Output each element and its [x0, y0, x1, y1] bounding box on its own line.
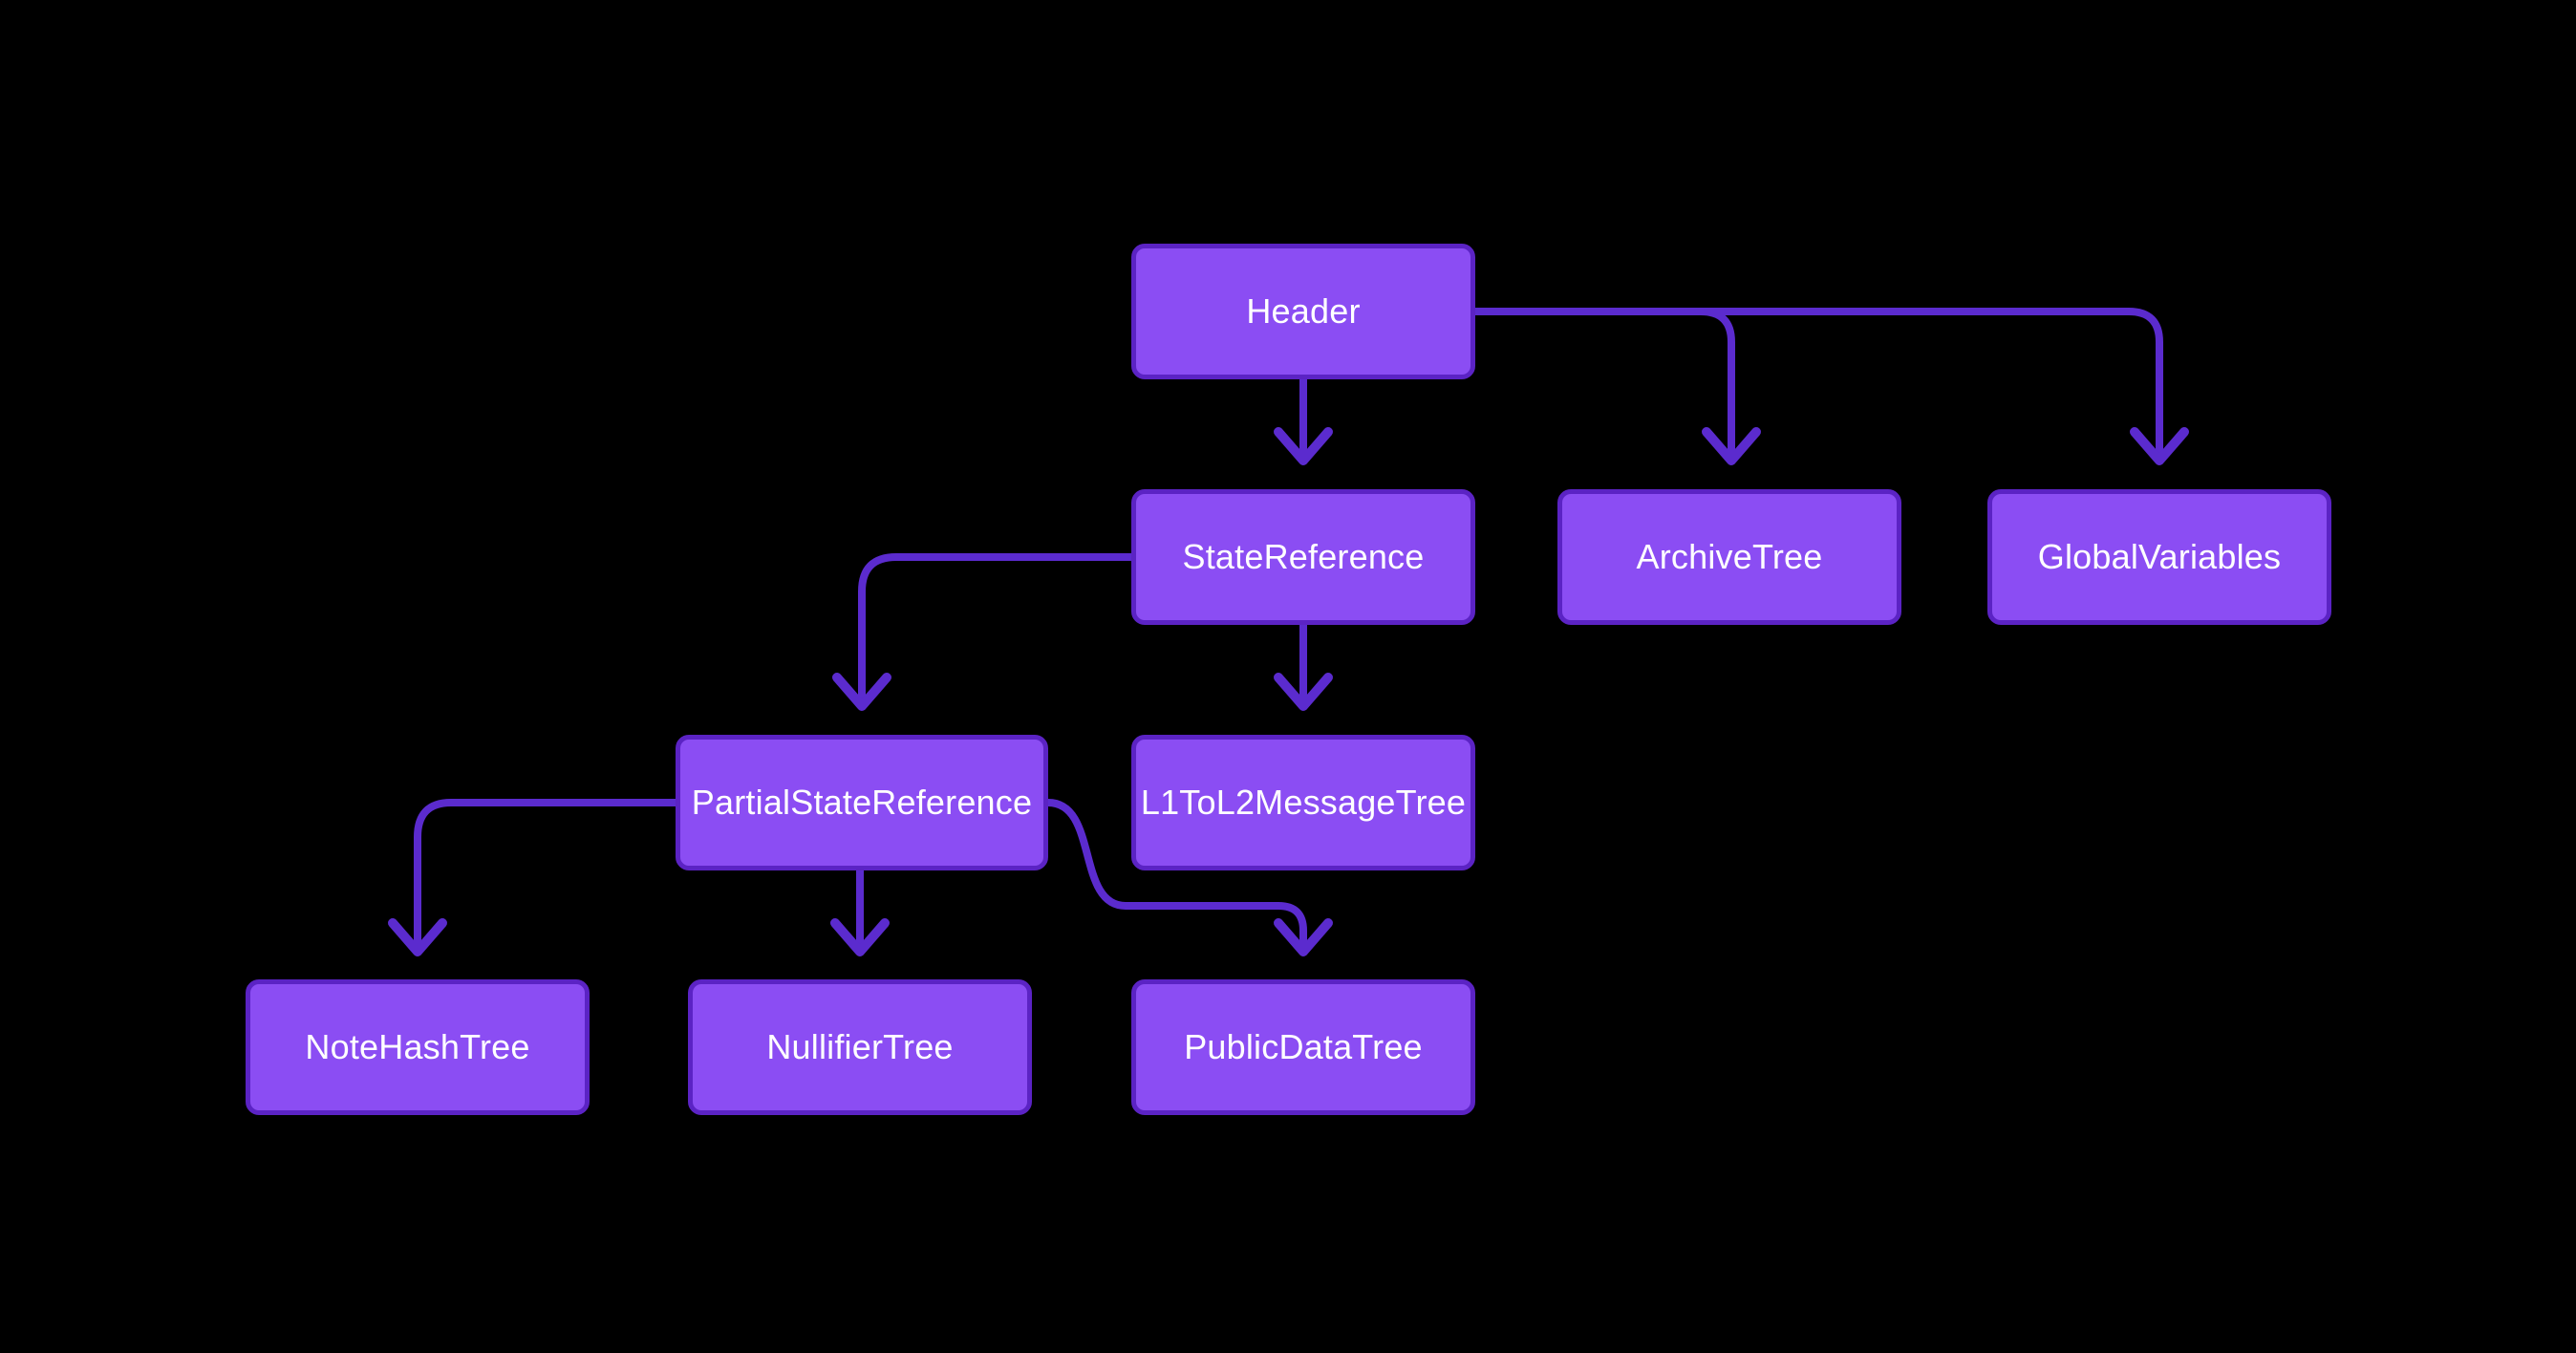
edge-line: [858, 553, 1135, 706]
node-label-publicdatatree: PublicDataTree: [1184, 1027, 1423, 1066]
edge-header-to-archivetree: [1471, 308, 1761, 465]
node-notehashtree[interactable]: NoteHashTree: [246, 979, 590, 1115]
node-l1tol2messagetree[interactable]: L1ToL2MessageTree: [1131, 735, 1475, 870]
arrowhead-icon: [1274, 427, 1333, 465]
node-label-l1tol2messagetree: L1ToL2MessageTree: [1140, 783, 1467, 822]
edge-line: [1471, 308, 1735, 461]
arrowhead-icon: [1274, 673, 1333, 711]
edge-partialstateref-to-notehashtree: [388, 799, 679, 956]
node-label-statereference: StateReference: [1182, 537, 1425, 576]
arrowhead-icon: [2130, 427, 2189, 465]
node-header[interactable]: Header: [1131, 244, 1475, 379]
node-publicdatatree[interactable]: PublicDataTree: [1131, 979, 1475, 1115]
edge-partialstateref-to-nullifiertree: [830, 867, 890, 956]
edge-statereference-to-l1tol2messagetree: [1274, 621, 1333, 711]
node-archivetree[interactable]: ArchiveTree: [1557, 489, 1901, 625]
arrowhead-icon: [830, 918, 890, 956]
node-nullifiertree[interactable]: NullifierTree: [688, 979, 1032, 1115]
node-partialstateref[interactable]: PartialStateReference: [676, 735, 1048, 870]
node-label-partialstateref: PartialStateReference: [691, 783, 1033, 822]
arrowhead-icon: [388, 918, 447, 956]
node-statereference[interactable]: StateReference: [1131, 489, 1475, 625]
node-label-nullifiertree: NullifierTree: [766, 1027, 954, 1066]
edge-statereference-to-partialstateref: [832, 553, 1135, 711]
node-globalvariables[interactable]: GlobalVariables: [1987, 489, 2331, 625]
node-label-archivetree: ArchiveTree: [1636, 537, 1823, 576]
arrowhead-icon: [1274, 918, 1333, 956]
arrowhead-icon: [832, 673, 891, 711]
node-label-header: Header: [1246, 291, 1361, 331]
node-label-notehashtree: NoteHashTree: [305, 1027, 530, 1066]
edge-line: [414, 799, 679, 952]
edge-partialstateref-to-publicdatatree: [1044, 799, 1333, 956]
edge-header-to-globalvariables: [1471, 308, 2189, 465]
arrowhead-icon: [1702, 427, 1761, 465]
edge-line: [1471, 308, 2163, 461]
edge-line: [1044, 799, 1307, 952]
node-label-globalvariables: GlobalVariables: [2037, 537, 2282, 576]
edge-header-to-statereference: [1274, 376, 1333, 465]
